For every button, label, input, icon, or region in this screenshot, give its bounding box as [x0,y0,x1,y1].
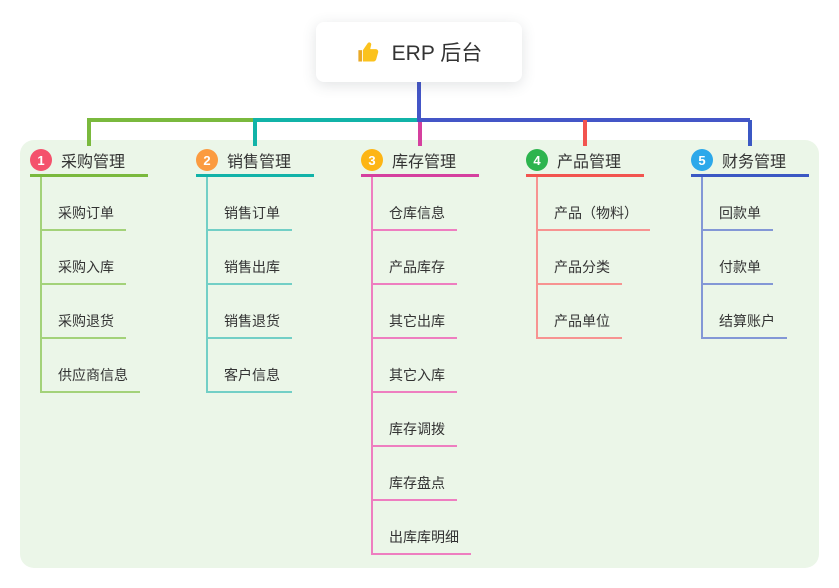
branch-label: 产品管理 [557,154,622,171]
mindmap-node-row: 采购订单 [42,177,194,231]
mindmap-node[interactable]: 回款单 [703,203,773,231]
branch-number-badge: 2 [196,149,218,171]
branch-label: 销售管理 [227,154,292,171]
drop-line-product [583,120,587,146]
mindmap-node-row: 结算账户 [703,285,839,339]
mindmap-node-row: 仓库信息 [373,177,525,231]
branch-label: 库存管理 [392,154,457,171]
mindmap-node[interactable]: 销售出库 [208,257,292,285]
branch-label: 财务管理 [722,154,787,171]
mindmap-node[interactable]: 其它入库 [373,365,457,393]
branch-title-sales[interactable]: 2 销售管理 [196,146,360,174]
branch-children: 采购订单 采购入库 采购退货 供应商信息 [40,177,194,393]
mindmap-node[interactable]: 结算账户 [703,311,787,339]
mindmap-node-row: 销售出库 [208,231,360,285]
branch-finance: 5 财务管理 回款单 付款单 结算账户 [691,146,839,339]
thumbs-up-icon [356,39,382,65]
mindmap-node[interactable]: 客户信息 [208,365,292,393]
drop-line-finance [748,120,752,146]
drop-line-purchase [87,120,91,146]
mindmap-node[interactable]: 产品（物料） [538,203,650,231]
mindmap-node[interactable]: 产品单位 [538,311,622,339]
branch-children: 仓库信息 产品库存 其它出库 其它入库 库存调拨 库存盘点 出库库明细 [371,177,525,555]
branch-number-badge: 1 [30,149,52,171]
mindmap-node-row: 供应商信息 [42,339,194,393]
branch-purchase: 1 采购管理 采购订单 采购入库 采购退货 供应商信息 [30,146,194,393]
branch-underline [526,174,644,177]
mindmap-node[interactable]: 产品库存 [373,257,457,285]
branch-product: 4 产品管理 产品（物料） 产品分类 产品单位 [526,146,690,339]
mindmap-node[interactable]: 库存盘点 [373,473,457,501]
mindmap-node[interactable]: 出库库明细 [373,527,471,555]
mindmap-node-row: 销售退货 [208,285,360,339]
branch-title-purchase[interactable]: 1 采购管理 [30,146,194,174]
mindmap-node-row: 回款单 [703,177,839,231]
mindmap-node[interactable]: 其它出库 [373,311,457,339]
root-stem-line [417,82,421,122]
drop-line-sales [253,120,257,146]
branch-underline [196,174,314,177]
mindmap-node[interactable]: 产品分类 [538,257,622,285]
mindmap-node[interactable]: 销售退货 [208,311,292,339]
branch-number-badge: 5 [691,149,713,171]
bus-segment-green [87,118,255,122]
mindmap-node[interactable]: 采购退货 [42,311,126,339]
mindmap-node-row: 产品单位 [538,285,690,339]
root-node[interactable]: ERP 后台 [316,22,522,82]
branch-children: 销售订单 销售出库 销售退货 客户信息 [206,177,360,393]
branch-title-finance[interactable]: 5 财务管理 [691,146,839,174]
branch-number-badge: 4 [526,149,548,171]
mindmap-node-row: 产品分类 [538,231,690,285]
branch-underline [361,174,479,177]
mindmap-node-row: 库存盘点 [373,447,525,501]
bus-segment-teal [253,118,420,122]
mindmap-node[interactable]: 仓库信息 [373,203,457,231]
mindmap-node-row: 库存调拨 [373,393,525,447]
branch-underline [30,174,148,177]
branch-title-product[interactable]: 4 产品管理 [526,146,690,174]
mindmap-node[interactable]: 供应商信息 [42,365,140,393]
mindmap-node-row: 付款单 [703,231,839,285]
mindmap-node[interactable]: 库存调拨 [373,419,457,447]
drop-line-inventory [418,122,422,146]
branch-label: 采购管理 [61,154,126,171]
mindmap-panel [20,140,819,568]
mindmap-node-row: 其它入库 [373,339,525,393]
mindmap-node-row: 采购退货 [42,285,194,339]
mindmap-node-row: 其它出库 [373,285,525,339]
mindmap-node-row: 产品库存 [373,231,525,285]
root-node-label: ERP 后台 [391,42,483,65]
mindmap-node[interactable]: 采购订单 [42,203,126,231]
branch-children: 产品（物料） 产品分类 产品单位 [536,177,690,339]
mindmap-node[interactable]: 采购入库 [42,257,126,285]
mindmap-node-row: 产品（物料） [538,177,690,231]
mindmap-node-row: 采购入库 [42,231,194,285]
mindmap-node[interactable]: 付款单 [703,257,773,285]
branch-underline [691,174,809,177]
mindmap-node-row: 客户信息 [208,339,360,393]
branch-children: 回款单 付款单 结算账户 [701,177,839,339]
branch-title-inventory[interactable]: 3 库存管理 [361,146,525,174]
branch-inventory: 3 库存管理 仓库信息 产品库存 其它出库 其它入库 库存调拨 库存盘点 出库库… [361,146,525,555]
mindmap-node-row: 销售订单 [208,177,360,231]
branch-sales: 2 销售管理 销售订单 销售出库 销售退货 客户信息 [196,146,360,393]
mindmap-node[interactable]: 销售订单 [208,203,292,231]
branch-number-badge: 3 [361,149,383,171]
mindmap-node-row: 出库库明细 [373,501,525,555]
